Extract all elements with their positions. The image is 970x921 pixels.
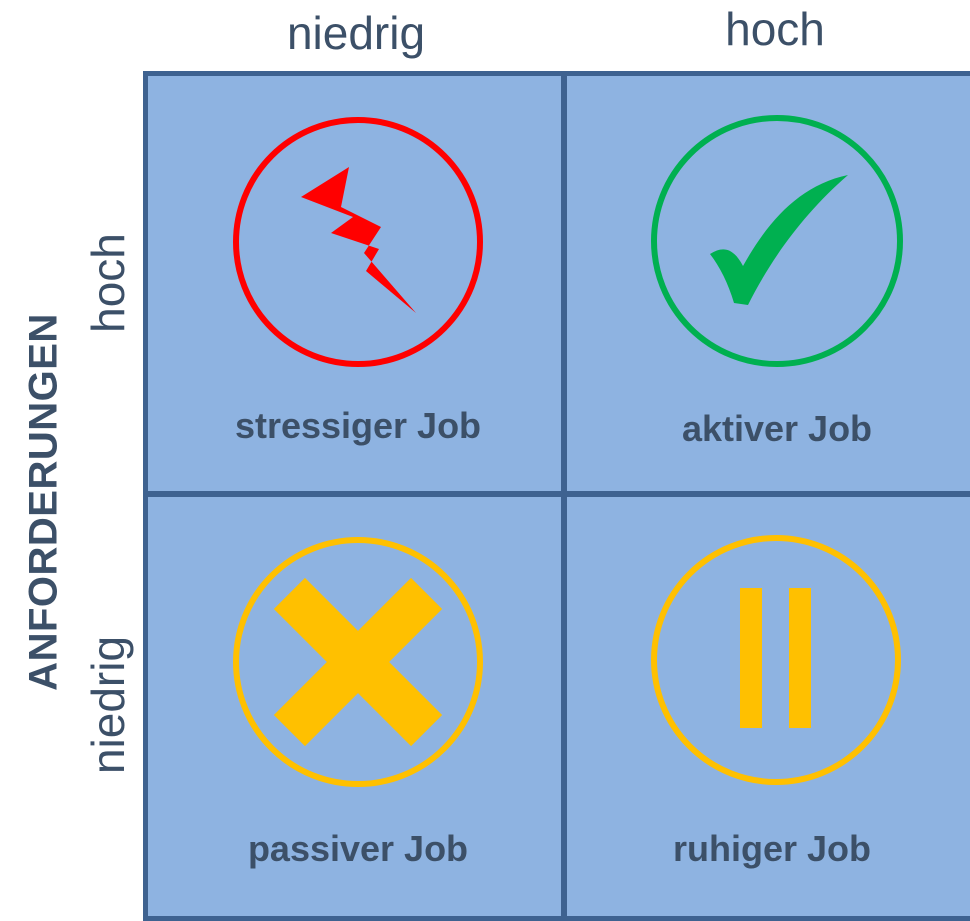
column-label-high: hoch bbox=[725, 3, 825, 55]
cell-label-stressed: stressiger Job bbox=[234, 405, 482, 446]
lightning-icon bbox=[233, 117, 483, 367]
horizontal-divider bbox=[143, 491, 970, 497]
cell-label-passive: passiver Job bbox=[247, 828, 469, 869]
cell-label-calm: ruhiger Job bbox=[672, 828, 872, 869]
y-axis-title: ANFORDERUNGEN bbox=[21, 313, 66, 691]
cell-label-active: aktiver Job bbox=[681, 408, 873, 449]
row-label-high: hoch bbox=[82, 233, 134, 333]
column-label-low: niedrig bbox=[286, 7, 426, 59]
pause-icon bbox=[651, 535, 901, 785]
x-icon bbox=[233, 537, 483, 787]
row-label-low: niedrig bbox=[82, 635, 134, 775]
checkmark-icon bbox=[651, 115, 903, 367]
